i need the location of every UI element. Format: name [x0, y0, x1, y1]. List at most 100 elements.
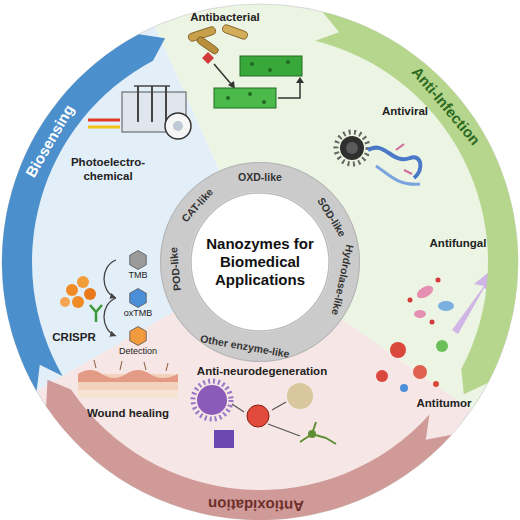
hexagon-caption: Detection: [116, 346, 160, 357]
cas-particle: [72, 296, 84, 308]
tumor-cell: [390, 342, 406, 358]
neuro-art: [193, 381, 336, 448]
section-label: Photoelectro- chemical: [65, 155, 151, 183]
ring-edge: [161, 163, 360, 362]
ros-sphere: [247, 405, 269, 427]
band-arc: [315, 12, 518, 395]
photoelectrochemical-art: [88, 86, 191, 139]
hexagon-node: oxTMB: [116, 288, 160, 318]
virus-body: [340, 136, 364, 160]
ros-dot: [408, 298, 413, 303]
nanozyme-spikes: [193, 381, 231, 419]
protein-ribbon: [368, 148, 420, 178]
cell-box: [122, 92, 186, 132]
nanozyme-particle: [400, 384, 408, 392]
hexagon: [130, 289, 146, 308]
biofilm-patch: [214, 88, 276, 108]
biofilm-dot: [250, 62, 254, 66]
wound-art: [78, 360, 178, 398]
hexagon-node: TMB: [116, 250, 160, 280]
crispr-art: [60, 276, 102, 322]
section-label: Antitumor: [369, 396, 519, 410]
section-label: Antifungal: [383, 236, 520, 250]
section-label: Anti-neurodegeneration: [177, 364, 347, 378]
process-arrow: [278, 82, 300, 98]
enzyme-label: OXD-like: [200, 170, 320, 184]
hexagon-shape: [116, 326, 160, 346]
section-label: Antiviral: [330, 104, 480, 118]
section-label: CRISPR: [14, 330, 134, 344]
section-label: Wound healing: [53, 406, 203, 420]
band-arc: [2, 34, 165, 391]
antibody-symbol: [90, 305, 102, 322]
virus-spikes: [336, 132, 368, 164]
protein-ribbon: [376, 166, 420, 184]
fungal-spore: [438, 301, 454, 311]
nanozyme-diamond: [202, 52, 214, 64]
section-label: Antibacterial: [150, 10, 300, 24]
skin-layer: [78, 390, 178, 398]
cas-particle: [77, 276, 89, 288]
biofilm-dot: [286, 60, 290, 64]
hexagon: [130, 251, 146, 270]
hexagon: [130, 327, 146, 346]
fungal-spore: [414, 310, 426, 318]
hexagon-caption: oxTMB: [116, 308, 160, 319]
action-arrow: [452, 268, 494, 334]
biofilm-dot: [268, 68, 272, 72]
fungal-spore: [415, 283, 436, 301]
skin-surface: [78, 370, 178, 382]
band-title: Antioxidation: [176, 494, 336, 517]
nanozyme-sphere: [197, 385, 227, 415]
biofilm-dot: [262, 100, 266, 104]
antibacterial-art: [187, 24, 304, 108]
flow-arrow: [104, 298, 116, 336]
ros-dot: [433, 381, 439, 387]
biofilm-patch: [240, 56, 302, 76]
laser-beam: [88, 119, 120, 122]
cas-particle: [66, 284, 78, 296]
cas-particle: [84, 288, 96, 300]
flow-arrow: [104, 260, 116, 298]
hexagon-shape: [116, 288, 160, 308]
magnifier: [165, 113, 191, 139]
antitumor-art: [376, 340, 448, 392]
cas-particle: [60, 297, 70, 307]
binding-mark: [396, 144, 412, 174]
nanozyme-cube: [214, 430, 234, 448]
center-disc: [191, 193, 329, 331]
process-arrow: [214, 64, 231, 84]
ros-dot: [436, 278, 441, 283]
laser-beam: [88, 126, 120, 129]
band-title: Biosensing: [1, 66, 98, 215]
neuron-branch: [300, 422, 336, 444]
nanozyme-particle: [436, 340, 448, 352]
band-arc: [46, 380, 452, 520]
arrow-head: [296, 77, 304, 83]
center-circle: Nanozymes for Biomedical Applications: [190, 192, 330, 332]
antifungal-art: [408, 268, 495, 334]
tumor-cell: [413, 365, 427, 379]
enzyme-ring: OXD-likeSOD-likeHydrolase-likeOther enzy…: [160, 162, 360, 362]
biofilm-dot: [226, 96, 230, 100]
antiviral-art: [336, 132, 420, 184]
magnifier-detail: [173, 121, 183, 131]
reaction-arrow: [232, 402, 300, 436]
outer-rim: [2, 4, 518, 520]
electrode: [138, 86, 166, 122]
hexagon-node: Detection: [116, 326, 160, 356]
sector-tints: [2, 4, 518, 520]
biofilm-dot: [248, 92, 252, 96]
ros-dot: [430, 320, 435, 325]
hexagon-shape: [116, 250, 160, 270]
bacterium-rod: [196, 36, 220, 55]
nanozyme-sphere: [287, 383, 313, 409]
virus-core: [346, 142, 358, 154]
center-title: Nanozymes for Biomedical Applications: [197, 235, 323, 289]
bacterium-rod: [221, 24, 248, 40]
wire: [134, 85, 170, 87]
hair-line: [94, 360, 168, 371]
hexagon-caption: TMB: [116, 270, 160, 281]
